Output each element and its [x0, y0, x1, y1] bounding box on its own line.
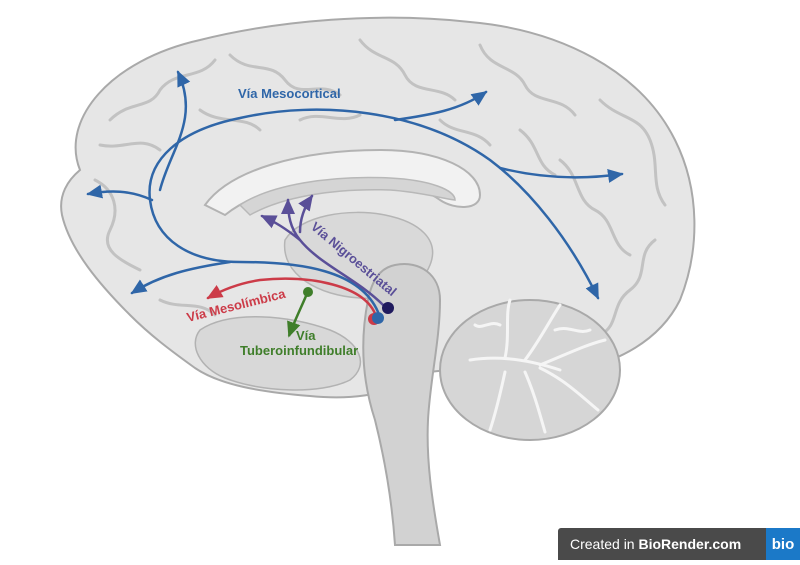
nigrostriatal-branch-left — [260, 214, 302, 242]
tuberoinfundibular-pathway — [287, 287, 313, 338]
nigrostriatal-pathway — [260, 194, 388, 310]
credit-text: Created in BioRender.com — [558, 536, 741, 552]
label-tubero-line2: Tuberoinfundibular — [240, 343, 358, 358]
cerebellum-arbor-vitae — [468, 298, 607, 434]
mesocortical-branch-top — [158, 70, 191, 192]
credit-prefix: Created in — [570, 536, 639, 552]
substantia-nigra-nucleus — [382, 302, 394, 314]
cerebellum — [439, 299, 621, 441]
label-mesocortical: Vía Mesocortical — [238, 86, 341, 101]
mesocortical-trunk — [148, 108, 600, 314]
brainstem — [362, 263, 442, 546]
nigrostriatal-trunk — [281, 198, 388, 310]
temporal-lobe — [194, 316, 361, 391]
vta-nucleus-blue — [372, 312, 384, 324]
label-tubero-line1: Vía — [296, 328, 316, 343]
nigrostriatal-branch-right — [298, 194, 314, 234]
mesocortical-pathway — [86, 70, 624, 314]
mesocortical-branch-upper-right — [393, 90, 488, 122]
credit-brand: BioRender.com — [638, 536, 742, 552]
mesocortical-branch-lower — [130, 260, 232, 295]
biorender-credit-badge[interactable]: Created in BioRender.com bio — [558, 528, 800, 560]
mesolimbic-pathway — [206, 277, 378, 318]
biorender-logo-icon: bio — [766, 528, 800, 560]
mesocortical-branch-right — [498, 166, 624, 183]
mesocortical-branch-front — [86, 184, 154, 202]
tuberoinfundibular-origin — [303, 287, 313, 297]
